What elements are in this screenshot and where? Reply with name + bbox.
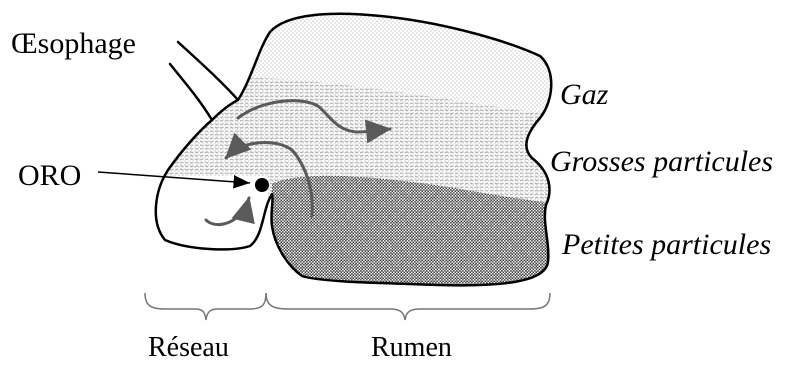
oro-dot: [255, 178, 269, 192]
petites-particules-label: Petites particules: [562, 230, 771, 260]
rumen-contents: [150, 0, 570, 300]
oro-label: ORO: [18, 161, 81, 191]
reseau-brace: [145, 293, 266, 320]
gaz-label: Gaz: [560, 80, 608, 110]
rumen-label: Rumen: [371, 334, 452, 362]
grosses-particules-label: Grosses particules: [550, 147, 773, 177]
reseau-label: Réseau: [148, 334, 229, 362]
rumen-brace: [266, 293, 550, 320]
oesophage-label: Œsophage: [11, 29, 136, 59]
